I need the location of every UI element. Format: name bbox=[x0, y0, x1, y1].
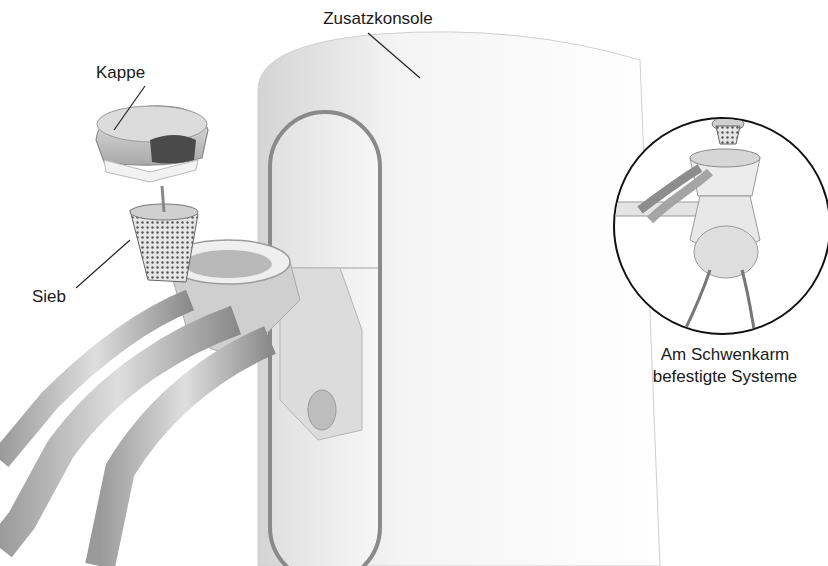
inset-cable bbox=[680, 270, 710, 340]
cap bbox=[96, 106, 208, 165]
inset-circle bbox=[614, 118, 828, 334]
inset-cable bbox=[742, 270, 756, 340]
inset-hose bbox=[650, 172, 710, 220]
inset-cap bbox=[714, 98, 742, 110]
cap-top bbox=[97, 106, 207, 142]
port-hole bbox=[308, 390, 336, 430]
leader-line bbox=[368, 33, 420, 78]
leader-line bbox=[76, 240, 130, 288]
leader-line bbox=[114, 86, 145, 130]
inset-strainer bbox=[716, 126, 740, 144]
hose bbox=[100, 340, 270, 566]
cap-skirt bbox=[104, 160, 198, 182]
inset-rim bbox=[690, 149, 760, 167]
spittoon-opening bbox=[184, 250, 272, 278]
inset-caption: Am Schwenkarm befestigte Systeme bbox=[640, 344, 810, 388]
strainer bbox=[130, 210, 198, 282]
part-label: Sieb bbox=[32, 286, 82, 308]
inset-drain bbox=[694, 226, 758, 278]
inset-drawing bbox=[612, 98, 760, 340]
hose bbox=[0, 300, 190, 460]
console-panel bbox=[270, 112, 380, 566]
cap-opening bbox=[150, 135, 196, 164]
part-label: Kappe bbox=[96, 62, 156, 84]
part-label: Zusatzkonsole bbox=[318, 8, 438, 30]
strainer-handle bbox=[162, 186, 164, 212]
